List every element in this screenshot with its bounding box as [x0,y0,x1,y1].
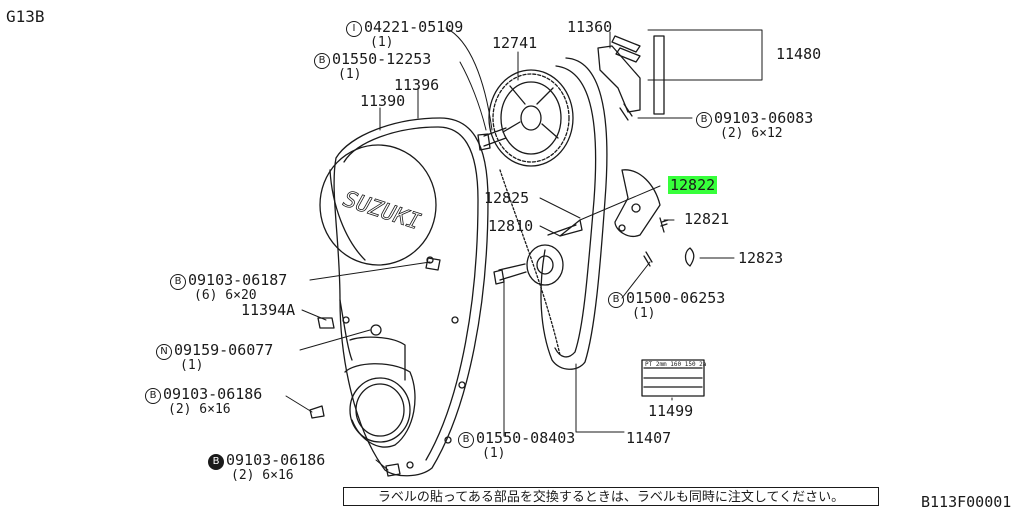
part-quantity: (1) [632,306,656,321]
part-badge: B [170,274,186,290]
part-number-highlighted: 12822 [668,176,718,194]
upper-bracket [597,35,665,115]
part-badge: I [346,21,362,37]
leader-lines [285,27,763,471]
model-code: G13B [6,7,45,26]
part-12821[interactable]: 12821 [684,210,730,228]
part-number: 01550-08403 [476,429,576,447]
part-11390[interactable]: 11390 [360,92,406,110]
diagram-id: B113F00001 [921,493,1012,511]
part-11394a[interactable]: 11394A [241,301,296,319]
part-12825[interactable]: 12825 [484,189,530,207]
part-badge: N [156,344,172,360]
part-number: 09103-06186 [163,385,263,403]
camshaft-pulley [488,69,574,167]
part-number: 01500-06253 [626,289,726,307]
part-12741[interactable]: 12741 [492,34,538,52]
part-quantity: (1) [338,67,362,82]
part-11480[interactable]: 11480 [776,45,822,63]
part-quantity: (2) 6×16 [168,402,231,417]
cover-text: SUZUKI [340,187,423,235]
part-11396[interactable]: 11396 [394,76,440,94]
label-sheet [641,359,705,397]
part-12823[interactable]: 12823 [738,249,784,267]
part-11499[interactable]: 11499 [648,402,694,420]
part-number: 09103-06187 [188,271,288,289]
part-number: 09103-06083 [714,109,814,127]
part-badge: B [314,53,330,69]
part-11360[interactable]: 11360 [567,18,613,36]
part-quantity: (1) [180,358,204,373]
part-number: 01550-12253 [332,50,432,68]
part-quantity: (2) 6×12 [720,126,783,141]
label-sheet-text: PT 2mm 160 150 2a [645,361,707,368]
bolts [309,103,653,477]
part-11407[interactable]: 11407 [626,429,672,447]
tensioner-bracket [614,169,695,267]
label-notice: ラベルの貼ってある部品を交換するときは、ラベルも同時に注文してください。 [343,487,879,506]
part-number: 04221-05109 [364,18,464,36]
part-quantity: (1) [482,446,506,461]
part-badge-filled: B [208,454,224,470]
part-number: 09103-06186 [226,451,326,469]
timing-belt [499,57,608,370]
tensioner-pulley [526,219,583,286]
part-12822[interactable]: 12822 [668,176,718,194]
part-badge: B [458,432,474,448]
part-quantity: (1) [370,35,394,50]
part-12810[interactable]: 12810 [488,217,534,235]
part-badge: B [696,112,712,128]
part-badge: B [145,388,161,404]
part-number: 09159-06077 [174,341,274,359]
part-quantity: (6) 6×20 [194,288,257,303]
part-badge: B [608,292,624,308]
part-quantity: (2) 6×16 [231,468,294,483]
timing-cover [319,117,489,477]
